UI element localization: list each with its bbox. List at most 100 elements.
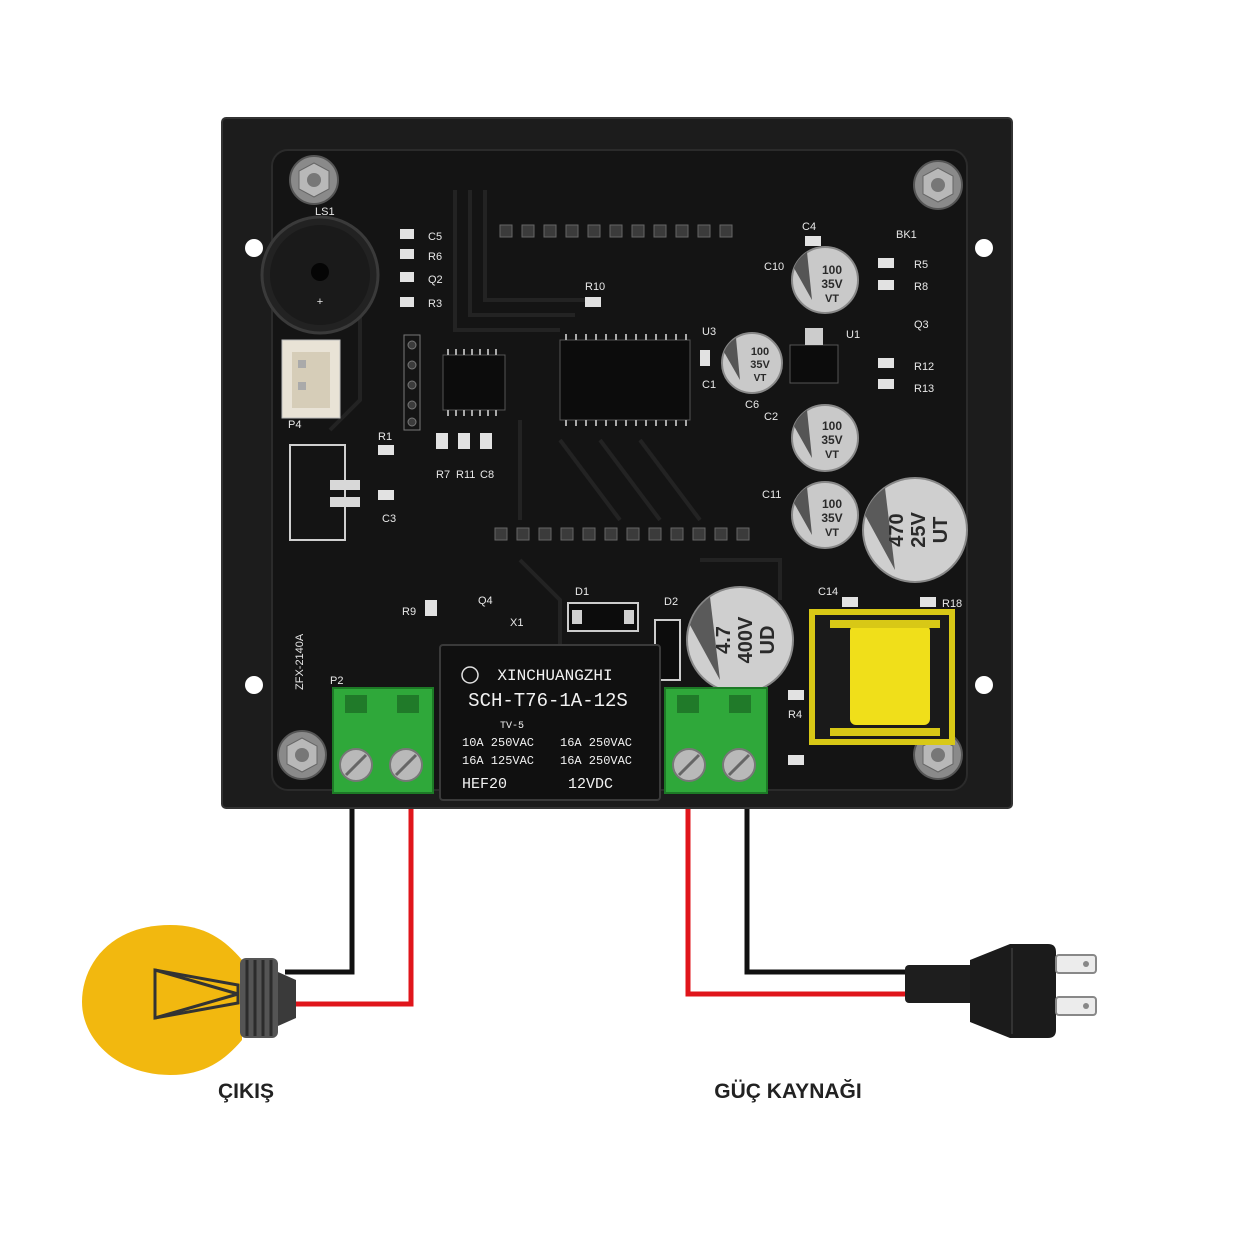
- relay: XINCHUANGZHI SCH-T76-1A-12S TV-5 10A 250…: [439, 644, 661, 801]
- silk-x1: X1: [510, 617, 523, 629]
- silk-r9: R9: [402, 606, 416, 618]
- silk-r8: R8: [914, 281, 928, 293]
- silk-r6: R6: [428, 251, 442, 263]
- header-pins-vertical: [403, 334, 421, 431]
- plate-hole-icon: [975, 676, 993, 694]
- relay-model: SCH-T76-1A-12S: [468, 690, 628, 712]
- header-pins-top: [499, 224, 733, 238]
- capacitor-c2-code: VT: [825, 449, 839, 461]
- silk-r5: R5: [914, 259, 928, 271]
- controller-board: +: [221, 117, 1013, 809]
- relay-rating-2a: 16A 250VAC: [560, 736, 632, 750]
- silk-r1: R1: [378, 431, 392, 443]
- silk-u3: U3: [702, 326, 716, 338]
- silkscreen-labels: LS1 C5 R6 Q2 R3 P4 R1 C3 R7 R11 C8 R10 U…: [288, 206, 962, 721]
- plate-hole-icon: [245, 676, 263, 694]
- silk-c2: C2: [764, 411, 778, 423]
- relay-coil: 12VDC: [568, 776, 613, 793]
- silk-c3: C3: [382, 513, 396, 525]
- voltage-regulator: [789, 328, 839, 384]
- screw-icon: [289, 155, 339, 205]
- silk-bk1: BK1: [896, 229, 917, 241]
- relay-rating-1a: 10A 250VAC: [462, 736, 534, 750]
- plate-hole-icon: [245, 239, 263, 257]
- capacitor-c11-voltage: 35V: [821, 511, 842, 525]
- capacitor-c6-voltage: 35V: [750, 359, 770, 371]
- smd-components: [378, 229, 936, 765]
- capacitor-c11-code: VT: [825, 527, 839, 539]
- pcb-traces: [328, 190, 782, 650]
- capacitor-c10-code: VT: [825, 293, 839, 305]
- silk-c1: C1: [702, 379, 716, 391]
- silk-u1: U1: [846, 329, 860, 341]
- silk-r11: R11: [456, 469, 475, 481]
- capacitor-c6-code: VT: [754, 373, 767, 384]
- power-wires: [685, 805, 910, 997]
- silk-r4: R4: [788, 709, 802, 721]
- diode-d1: [567, 602, 639, 632]
- silk-r7: R7: [436, 469, 450, 481]
- header-pins-bottom: [494, 527, 750, 541]
- silk-ls1: LS1: [315, 206, 335, 218]
- plate-hole-icon: [975, 239, 993, 257]
- svg-text:+: +: [317, 296, 323, 308]
- capacitor-c2-value: 100: [822, 419, 842, 433]
- silk-c11: C11: [762, 489, 781, 501]
- output-red-wire: [292, 805, 414, 1007]
- silk-c6: C6: [745, 399, 759, 411]
- silk-c10: C10: [764, 261, 784, 273]
- screw-icon: [277, 730, 327, 780]
- capacitor-c10: 100 35V VT: [791, 246, 859, 314]
- capacitor-c2: 100 35V VT: [791, 404, 859, 472]
- light-bulb-icon: [82, 925, 296, 1075]
- silk-q2: Q2: [428, 274, 443, 286]
- main-chip: [559, 334, 691, 426]
- transformer: [809, 609, 955, 745]
- output-label: ÇIKIŞ: [218, 1080, 274, 1103]
- silk-c8: C8: [480, 469, 494, 481]
- relay-rating-1b: 16A 125VAC: [462, 754, 534, 768]
- silk-p2: P2: [330, 675, 343, 687]
- relay-series: HEF20: [462, 776, 507, 793]
- power-red-wire: [685, 805, 910, 997]
- capacitor-c10-voltage: 35V: [821, 277, 842, 291]
- capacitor-400v-voltage: 400V: [735, 616, 757, 663]
- silk-c4: C4: [802, 221, 816, 233]
- output-black-wire: [285, 805, 355, 975]
- silk-c14: C14: [818, 586, 838, 598]
- silk-d1: D1: [575, 586, 589, 598]
- capacitor-c10-value: 100: [822, 263, 842, 277]
- silk-r10: R10: [585, 281, 605, 293]
- silk-d2: D2: [664, 596, 678, 608]
- terminal-block-output: [332, 687, 434, 794]
- buzzer: +: [260, 215, 380, 335]
- silk-q3: Q3: [914, 319, 929, 331]
- silk-r3: R3: [428, 298, 442, 310]
- silk-r12: R12: [914, 361, 934, 373]
- smd-inductor: [289, 444, 360, 541]
- capacitor-400v-value: 4.7: [713, 626, 735, 654]
- power-black-wire: [744, 805, 910, 975]
- capacitor-c6: 100 35V VT: [721, 332, 783, 394]
- screw-icon: [913, 160, 963, 210]
- capacitor-c2-voltage: 35V: [821, 433, 842, 447]
- silk-r13: R13: [914, 383, 934, 395]
- relay-rating-2b: 16A 250VAC: [560, 754, 632, 768]
- capacitor-470uf-value: 470: [886, 513, 908, 546]
- capacitor-400v: 4.7 400V UD: [686, 586, 794, 694]
- secondary-chip: [442, 349, 506, 416]
- relay-brand: XINCHUANGZHI: [497, 667, 612, 685]
- silk-c5: C5: [428, 231, 442, 243]
- relay-cert: TV-5: [500, 721, 524, 732]
- capacitor-c11-value: 100: [822, 497, 842, 511]
- p4-connector: [281, 339, 341, 419]
- silk-p4: P4: [288, 419, 301, 431]
- board-model-label: ZFX-2140A: [294, 633, 306, 690]
- capacitor-470uf-code: UT: [930, 517, 952, 544]
- capacitor-470uf-voltage: 25V: [908, 512, 930, 548]
- silk-q4: Q4: [478, 595, 493, 607]
- capacitor-400v-code: UD: [757, 626, 779, 655]
- power-plug-icon: [905, 944, 1097, 1038]
- output-wires: [285, 805, 414, 1007]
